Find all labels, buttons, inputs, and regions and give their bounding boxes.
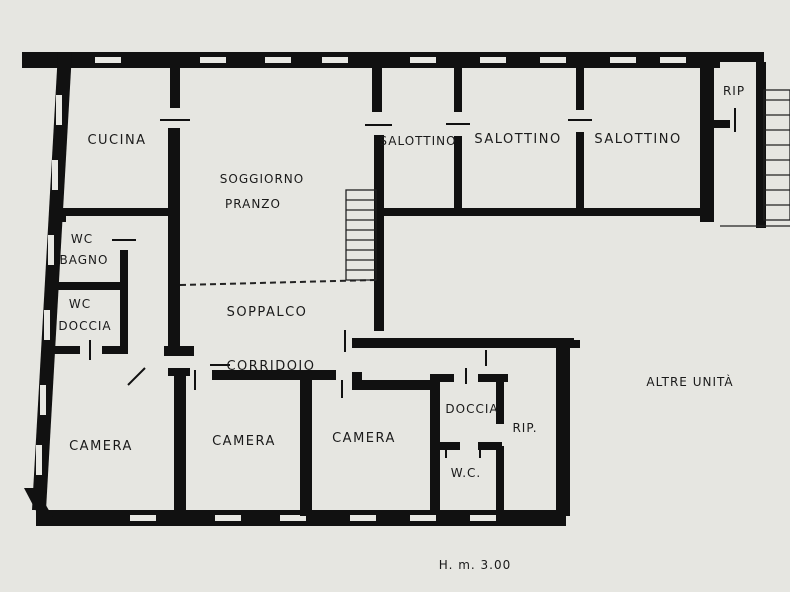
- height-note: H. m. 3.00: [439, 558, 511, 572]
- label-salottino-2: SALOTTINO: [474, 132, 561, 147]
- soppalco-outline: [179, 279, 377, 286]
- label-rip-top: RIP: [723, 84, 745, 98]
- label-wc-doccia-1: WC: [69, 297, 91, 311]
- label-soggiorno: SOGGIORNO: [220, 172, 304, 186]
- door-marks: [89, 108, 736, 458]
- label-soppalco: SOPPALCO: [227, 305, 308, 320]
- label-wc-bagno-1: WC: [71, 232, 93, 246]
- label-camera-3: CAMERA: [332, 431, 396, 446]
- label-wc-bagno-2: BAGNO: [60, 253, 109, 267]
- label-corridoio: CORRIDOIO: [226, 359, 315, 374]
- stairwell-right: [720, 89, 790, 227]
- label-camera-1: CAMERA: [69, 439, 133, 454]
- label-wc: W.C.: [451, 466, 482, 480]
- label-pranzo: PRANZO: [225, 197, 281, 211]
- label-salottino-1: SALOTTINO: [379, 134, 456, 148]
- internal-walls: [50, 60, 730, 516]
- windows: [36, 57, 686, 521]
- label-doccia: DOCCIA: [445, 402, 498, 416]
- label-cucina: CUCINA: [87, 133, 146, 148]
- label-altre-unita: ALTRE UNITÀ: [646, 374, 733, 389]
- label-wc-doccia-2: DOCCIA: [58, 319, 111, 333]
- label-rip-bottom: RIP.: [512, 421, 537, 435]
- label-camera-2: CAMERA: [212, 434, 276, 449]
- label-salottino-3: SALOTTINO: [594, 132, 681, 147]
- stairs-soggiorno: [345, 189, 377, 281]
